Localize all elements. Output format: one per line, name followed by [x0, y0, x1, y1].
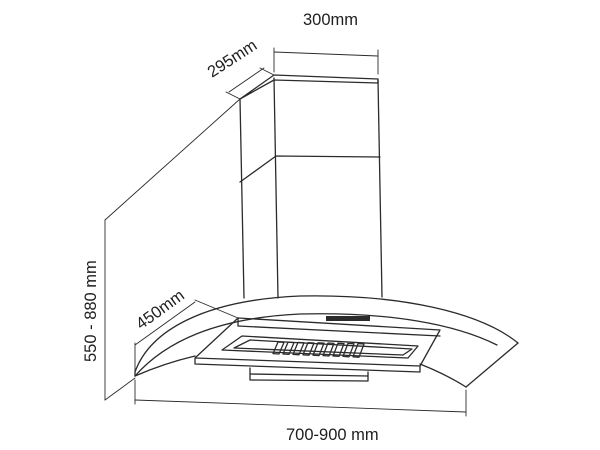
- label-total-height: 550 - 880 mm: [82, 260, 100, 362]
- dim-extension-back: [225, 91, 241, 100]
- glass-front-right: [465, 342, 519, 388]
- label-hood-width: 700-900 mm: [286, 426, 379, 444]
- filter-bar: [322, 342, 335, 357]
- dim-chimney-width: 300mm: [273, 11, 379, 75]
- dim-extension-front: [259, 67, 275, 76]
- glass-lower-right: [419, 363, 467, 388]
- filter-grille: [272, 341, 365, 358]
- filter-bar: [292, 341, 305, 356]
- filter-bar: [302, 341, 315, 356]
- dim-extension-bottom: [104, 377, 136, 401]
- chimney-back-edge: [239, 98, 245, 299]
- dim-line: [134, 301, 196, 346]
- dim-total-height: 550 - 880 mm: [82, 98, 241, 401]
- filter-bar: [282, 341, 295, 356]
- filter-bar: [332, 342, 345, 358]
- dim-chimney-depth: 295mm: [204, 36, 275, 100]
- label-chimney-width: 300mm: [303, 11, 358, 29]
- chimney: [239, 74, 383, 299]
- dim-hood-width: 700-900 mm: [134, 379, 467, 444]
- hood-underside-line: [249, 373, 369, 377]
- glass-canopy: [134, 295, 519, 388]
- filter-frame-inner: [233, 339, 413, 356]
- hood-front-face: [194, 357, 421, 373]
- filter-bar: [352, 342, 365, 358]
- glass-inner-edge: [134, 313, 498, 377]
- dim-line: [273, 51, 379, 57]
- label-hood-depth: 450mm: [133, 286, 188, 333]
- dim-line: [134, 399, 467, 413]
- hood-top-plate: [194, 317, 441, 367]
- glass-top-edge: [134, 295, 519, 373]
- control-panel: [326, 316, 370, 321]
- filter-bar: [342, 342, 355, 358]
- filter-area: [221, 335, 419, 359]
- glass-lower-left: [134, 355, 196, 377]
- dim-line: [228, 67, 265, 93]
- chimney-front-left-edge: [273, 77, 279, 299]
- chimney-front-right-edge: [377, 79, 383, 298]
- hood-body: [194, 316, 441, 382]
- filter-frame-outer: [221, 335, 419, 359]
- filter-bar: [272, 341, 285, 355]
- filter-bar: [312, 342, 325, 357]
- dim-extension-top: [104, 98, 241, 221]
- chimney-top-cap: [239, 74, 379, 100]
- chimney-joint: [239, 155, 381, 183]
- dim-extension-back: [194, 299, 239, 319]
- hood-top-lip: [237, 325, 441, 337]
- label-chimney-depth: 295mm: [204, 36, 260, 81]
